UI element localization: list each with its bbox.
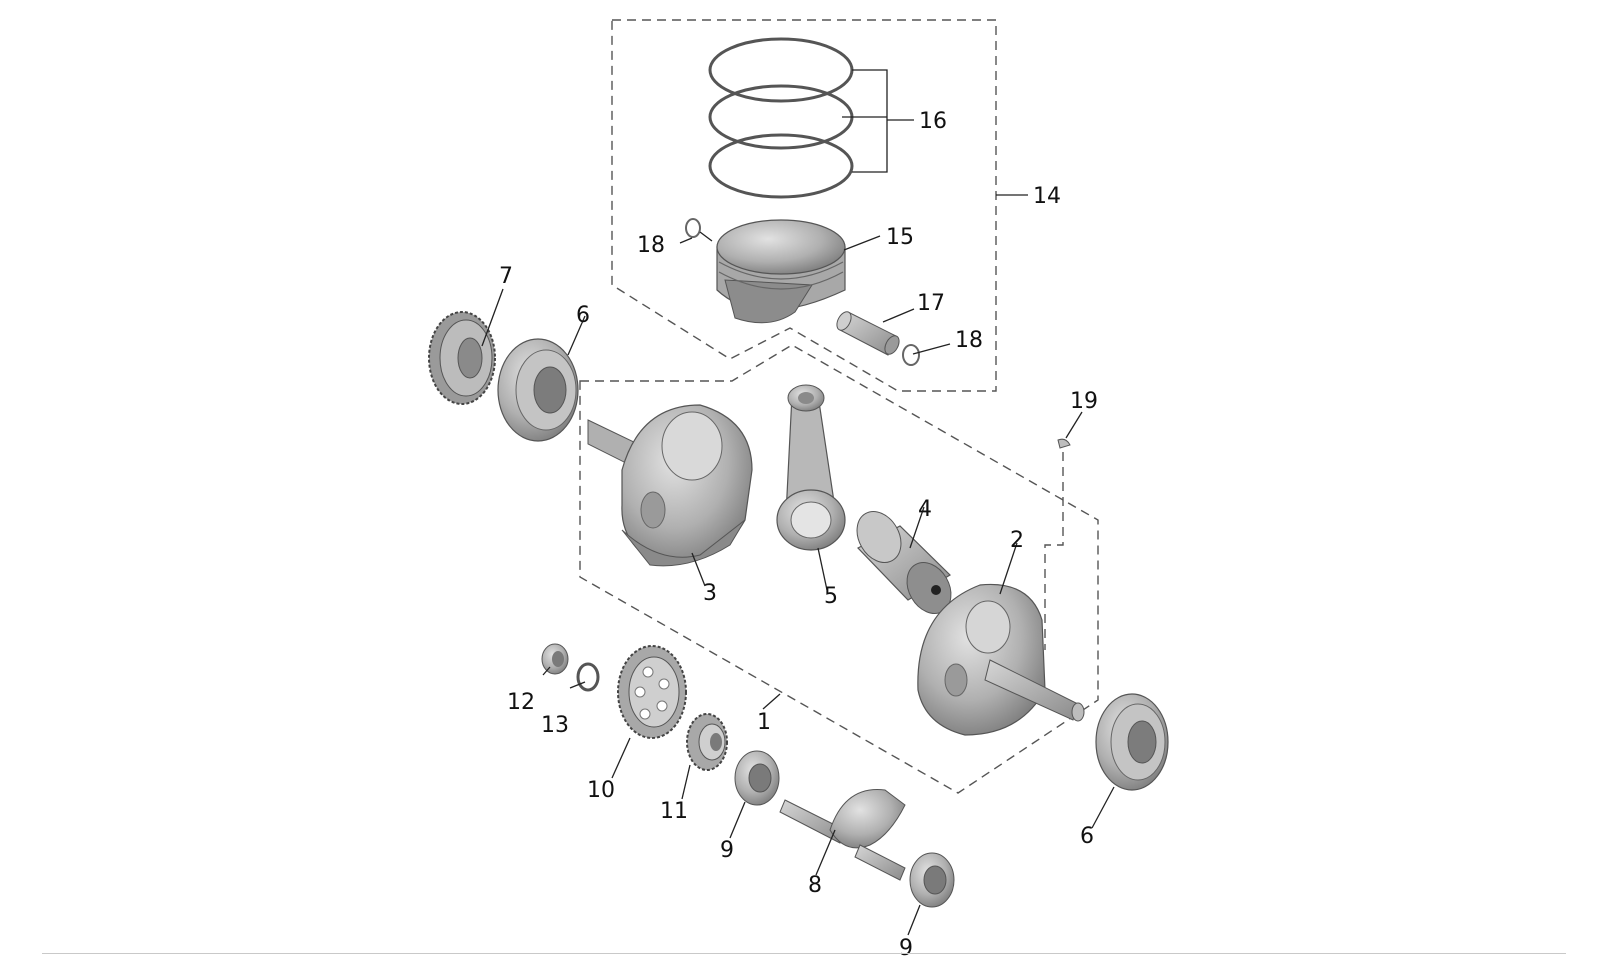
circlip-right: [902, 344, 920, 366]
callout-6-left: 6: [576, 303, 590, 328]
piston-pin: [836, 311, 900, 356]
main-bearing-right: [1095, 693, 1169, 791]
crankshaft-half-right: [917, 583, 1085, 736]
balancer-bearing-left: [734, 750, 780, 806]
callout-18-right: 18: [955, 328, 983, 353]
piston: [716, 219, 846, 324]
callout-18-left: 18: [637, 233, 665, 258]
balancer-drive-gear: [617, 645, 687, 739]
callout-2: 2: [1010, 528, 1024, 553]
balancer-gear: [686, 713, 728, 771]
callout-11: 11: [660, 799, 688, 824]
callout-19: 19: [1070, 389, 1098, 414]
callout-13: 13: [541, 713, 569, 738]
piston-kit-outline: [611, 19, 997, 392]
woodruff-key: [1044, 438, 1071, 650]
callout-3: 3: [703, 581, 717, 606]
callout-16: 16: [919, 109, 947, 134]
callout-5: 5: [824, 584, 838, 609]
balancer-bearing-right: [909, 852, 955, 908]
crankshaft-half-left: [587, 404, 753, 567]
callout-6-right: 6: [1080, 824, 1094, 849]
lock-washer: [576, 662, 600, 692]
piston-ring-set: [708, 37, 854, 199]
callout-7: 7: [499, 264, 513, 289]
leader-lines: [481, 69, 1115, 936]
nut: [541, 643, 569, 675]
callout-9-right: 9: [899, 936, 913, 961]
callout-10: 10: [587, 778, 615, 803]
callout-4: 4: [918, 497, 932, 522]
callout-14: 14: [1033, 184, 1061, 209]
callout-12: 12: [507, 690, 535, 715]
callout-labels: 16 14 15 18 17 18 7 6 19 4 2 3 5 1 12 13…: [499, 109, 1098, 961]
crankshaft-assembly-outline: [579, 344, 1099, 794]
primary-gear: [428, 311, 496, 405]
callout-9-left: 9: [720, 838, 734, 863]
main-bearing-left: [497, 338, 579, 442]
balancer-shaft: [779, 789, 906, 881]
connecting-rod: [776, 384, 846, 551]
callout-17: 17: [917, 291, 945, 316]
callout-1: 1: [757, 710, 771, 735]
bottom-divider: [42, 953, 1566, 954]
callout-15: 15: [886, 225, 914, 250]
circlip-left: [685, 218, 701, 238]
crank-pin: [856, 511, 952, 614]
callout-8: 8: [808, 873, 822, 898]
